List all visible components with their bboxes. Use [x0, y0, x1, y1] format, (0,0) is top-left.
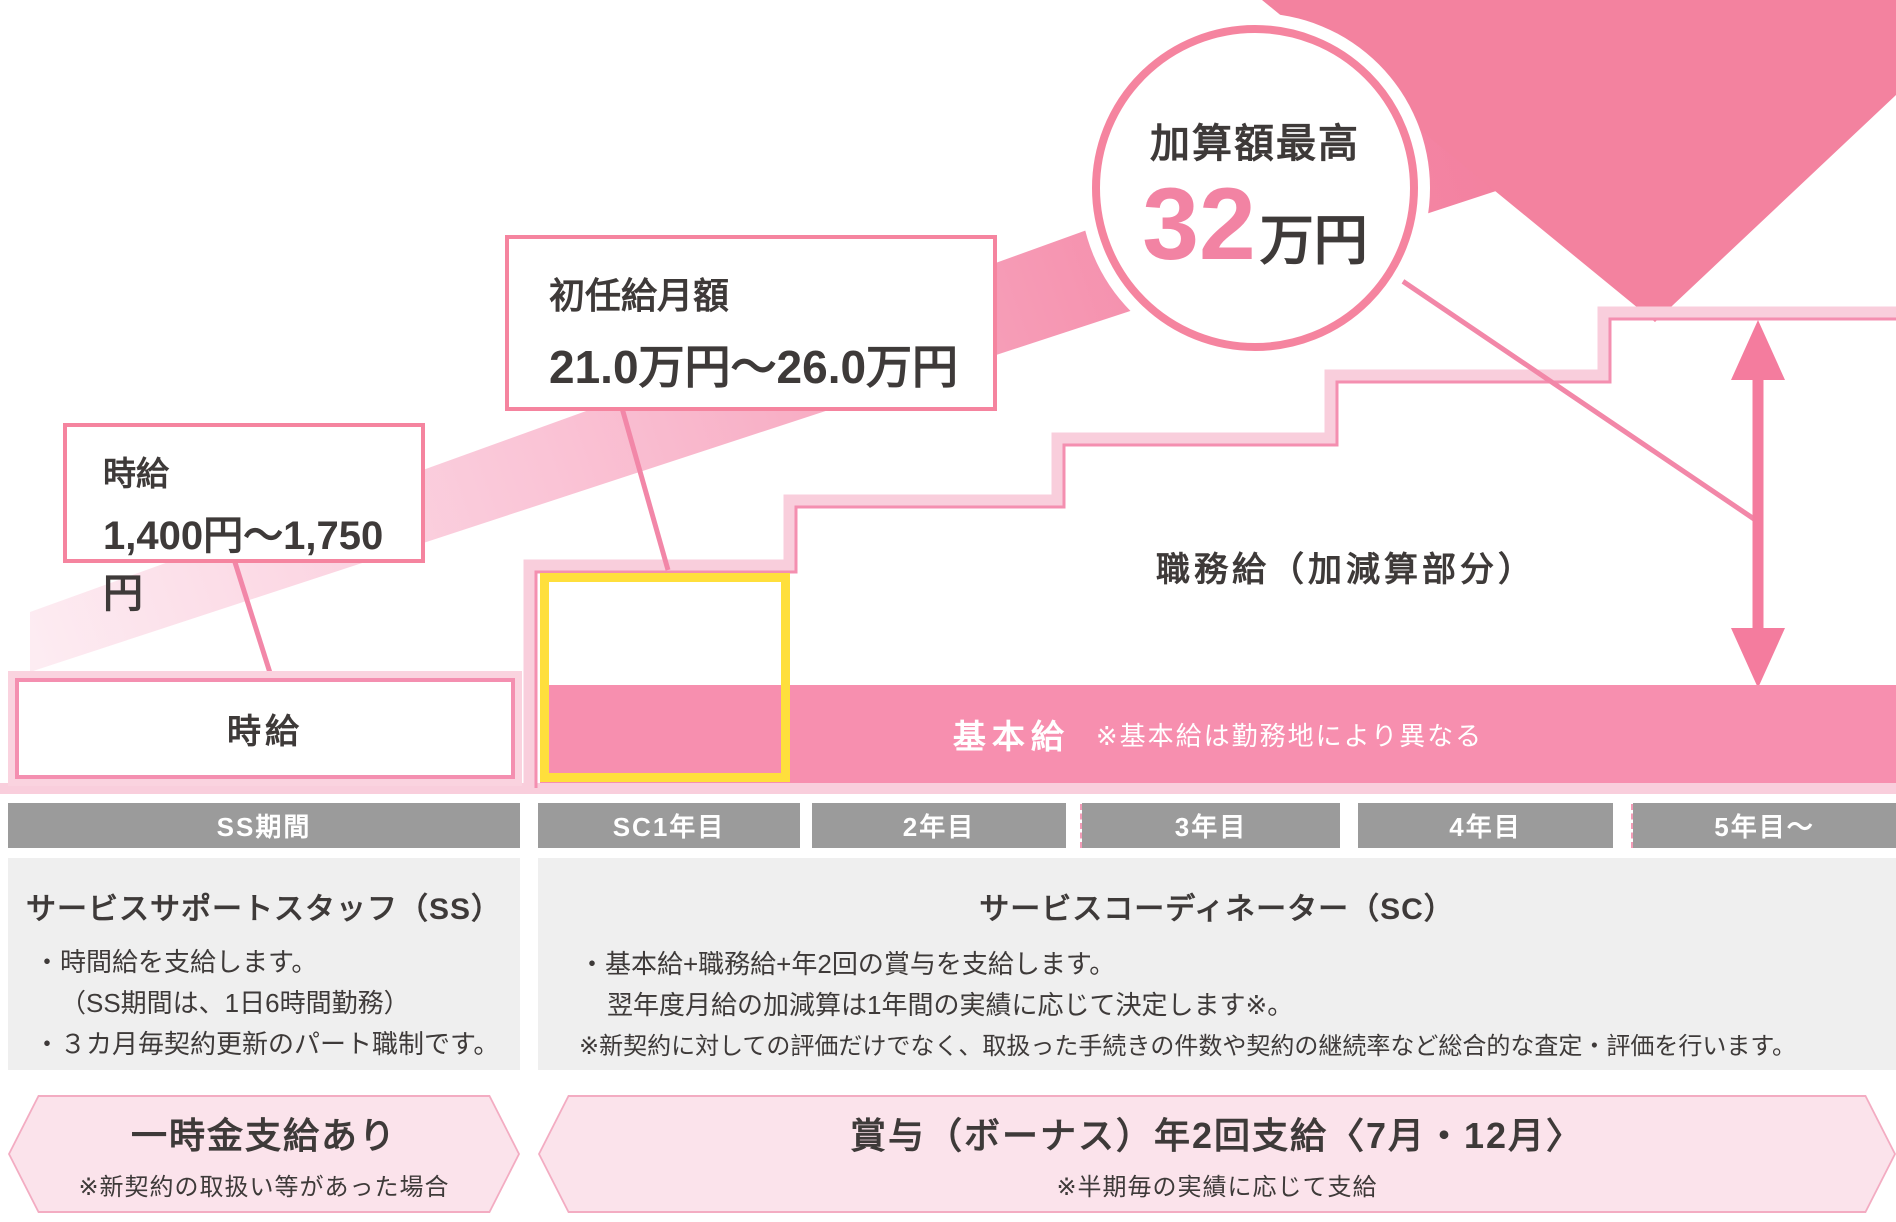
duty-pay-range-arrow-shaft — [1752, 372, 1764, 634]
base-pay-note: ※基本給は勤務地により異なる — [1095, 720, 1484, 751]
sc-bonus-banner-note: ※半期毎の実績に応じて支給 — [1056, 1173, 1378, 1201]
period-bar-y5: 5年目〜 — [1633, 803, 1896, 848]
period-label-y3: 3年目 — [1174, 812, 1248, 842]
period-label-y4: 4年目 — [1449, 812, 1522, 842]
hourly-wage-callout-value: 1,400円〜1,750円 — [103, 514, 384, 616]
period-label-ss: SS期間 — [216, 812, 312, 842]
ss-role-body: ・時間給を支給します。 （SS期間は、1日6時間勤務） ・３カ月毎契約更新のパー… — [34, 942, 520, 1065]
sc-role-body: ・基本給+職務給+年2回の賞与を支給します。 翌年度月給の加減算は1年間の実績に… — [579, 944, 1896, 1067]
floor-line — [0, 783, 1896, 794]
sc-first-year-highlight-box — [540, 573, 790, 782]
growth-arrow-head — [1262, 0, 1896, 322]
ss-role-line: （SS期間は、1日6時間勤務） — [60, 988, 410, 1018]
period-bar-y2: 2年目 — [812, 803, 1066, 848]
hourly-wage-callout-title: 時給 — [103, 455, 169, 492]
base-pay-label: 基本給 — [952, 718, 1070, 755]
period-label-y5: 5年目〜 — [1714, 812, 1815, 842]
ss-bonus-banner-note: ※新契約の取扱い等があった場合 — [78, 1173, 450, 1201]
period-bar-y4: 4年目 — [1358, 803, 1613, 848]
starting-salary-callout-value: 21.0万円〜26.0万円 — [549, 341, 959, 393]
starting-salary-callout: 初任給月額 21.0万円〜26.0万円 — [505, 235, 997, 411]
starting-salary-connector — [619, 407, 671, 571]
max-addition-unit: 万円 — [1259, 211, 1368, 272]
period-bar-sc1: SC1年目 — [538, 803, 800, 848]
duty-pay-label: 職務給（加減算部分） — [1156, 551, 1536, 589]
salary-steps-outline — [523, 306, 1896, 788]
duty-pay-range-arrow-up — [1731, 320, 1785, 380]
ss-bonus-banner-title: 一時金支給あり — [130, 1114, 397, 1156]
ss-bonus-banner-fill: 一時金支給あり ※新契約の取扱い等があった場合 — [10, 1097, 518, 1211]
max-addition-number: 32 — [1142, 167, 1256, 282]
max-addition-title: 加算額最高 — [1150, 122, 1360, 167]
sc-bonus-banner-title: 賞与（ボーナス）年2回支給〈7月・12月〉 — [849, 1114, 1585, 1156]
hourly-wage-bar-label: 時給 — [227, 713, 303, 751]
sc-role-footnote: ※新契約に対しての評価だけでなく、取扱った手続きの件数や契約の継続率など総合的な… — [579, 1033, 1796, 1060]
ss-role-box: サービスサポートスタッフ（SS） ・時間給を支給します。 （SS期間は、1日6時… — [8, 858, 520, 1070]
period-separator-dashed — [1080, 804, 1082, 848]
max-addition-value: 32 万円 — [1142, 171, 1367, 278]
base-pay-bar: 基本給 ※基本給は勤務地により異なる — [540, 685, 1896, 783]
period-bar-ss: SS期間 — [8, 803, 520, 848]
ss-bonus-banner: 一時金支給あり ※新契約の取扱い等があった場合 — [8, 1095, 520, 1213]
ss-role-line: ・時間給を支給します。 — [34, 947, 318, 977]
period-bar-y3: 3年目 — [1082, 803, 1340, 848]
ss-role-title: サービスサポートスタッフ（SS） — [25, 893, 503, 926]
max-addition-badge: 加算額最高 32 万円 — [1092, 25, 1418, 351]
ss-role-line: ・３カ月毎契約更新のパート職制です。 — [34, 1029, 500, 1059]
sc-role-title: サービスコーディネーター（SC） — [979, 893, 1455, 926]
sc-bonus-banner: 賞与（ボーナス）年2回支給〈7月・12月〉 ※半期毎の実績に応じて支給 — [538, 1095, 1896, 1213]
hourly-wage-callout: 時給 1,400円〜1,750円 — [63, 423, 425, 616]
sc-role-line: ・基本給+職務給+年2回の賞与を支給します。 — [579, 949, 1116, 979]
hourly-wage-bar: 時給 — [15, 678, 515, 779]
sc-role-box: サービスコーディネーター（SC） ・基本給+職務給+年2回の賞与を支給します。 … — [538, 858, 1896, 1070]
period-label-y2: 2年目 — [902, 812, 976, 842]
duty-pay-range-arrow-down — [1731, 628, 1785, 688]
period-label-sc1: SC1年目 — [612, 812, 726, 842]
sc-role-line: 翌年度月給の加減算は1年間の実績に応じて決定します※。 — [607, 990, 1294, 1020]
hourly-callout-connector — [230, 555, 274, 677]
sc-bonus-banner-fill: 賞与（ボーナス）年2回支給〈7月・12月〉 ※半期毎の実績に応じて支給 — [540, 1097, 1894, 1211]
starting-salary-callout-title: 初任給月額 — [549, 275, 730, 316]
max-addition-connector — [1396, 275, 1759, 524]
salary-steps-accent — [534, 317, 1896, 788]
period-separator-dashed — [1631, 804, 1633, 848]
